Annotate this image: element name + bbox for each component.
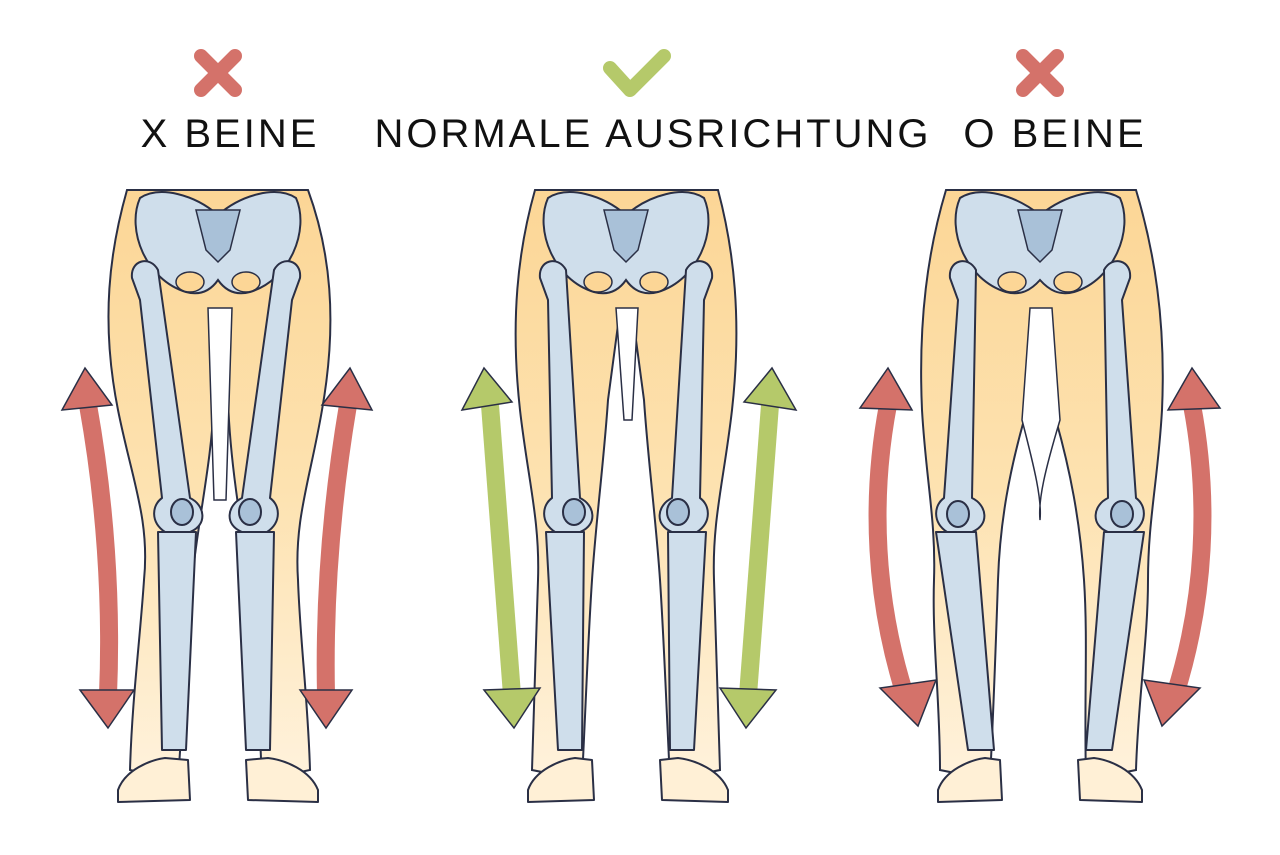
pelvis-o (954, 191, 1126, 295)
pelvis-x (134, 191, 302, 295)
cross-icon (194, 49, 242, 97)
arrow-right-normal (718, 366, 798, 730)
bones-normal (527, 260, 729, 803)
cross-icon (1016, 49, 1064, 97)
arrow-left-x (60, 366, 136, 730)
arrow-left-o (858, 366, 938, 728)
panel-title-normal: NORMALE AUSRICHTUNG (374, 112, 931, 156)
panel-x-legs: X BEINE (60, 49, 374, 803)
bones-o (935, 260, 1145, 803)
check-icon (603, 49, 671, 97)
arrow-right-o (1142, 366, 1222, 728)
panel-title-x: X BEINE (141, 112, 320, 156)
panel-title-o: O BEINE (963, 112, 1146, 156)
pelvis-normal (542, 191, 710, 295)
panel-normal-alignment: NORMALE AUSRICHTUNG (374, 49, 931, 803)
panel-o-legs: O BEINE (858, 49, 1222, 803)
bones-x (117, 260, 319, 803)
arrow-left-normal (460, 366, 542, 730)
arrow-right-x (298, 366, 374, 730)
